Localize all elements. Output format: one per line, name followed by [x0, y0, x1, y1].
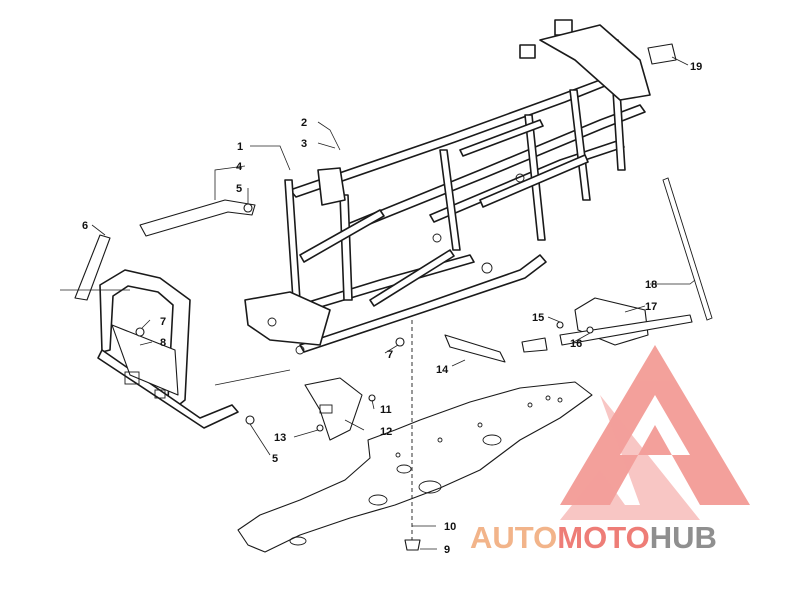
front-bumper [97, 269, 239, 429]
callout-9: 9 [444, 544, 450, 556]
callout-19: 19 [690, 61, 702, 73]
pin [404, 320, 421, 551]
callout-13: 13 [274, 432, 286, 444]
callout-10: 10 [444, 521, 456, 533]
callout-6: 6 [82, 220, 88, 232]
callout-3: 3 [301, 138, 307, 150]
main-frame [244, 19, 651, 355]
callout-12: 12 [380, 426, 392, 438]
callout-11: 11 [380, 404, 392, 416]
callout-labels: 1 2 3 4 5 5 6 7 7 8 9 10 11 12 13 14 15 … [82, 61, 702, 556]
skid-plate [237, 381, 593, 553]
callout-7b: 7 [387, 349, 393, 361]
watermark-wordmark: AUTOMOTOHUB [470, 520, 717, 555]
callout-18: 18 [645, 279, 657, 291]
watermark-logo [560, 345, 750, 520]
watermark-triangle [560, 345, 750, 505]
fasteners [135, 203, 594, 432]
callout-16: 16 [570, 338, 582, 350]
callout-15: 15 [532, 312, 544, 324]
callout-17: 17 [645, 301, 657, 313]
watermark-hub: HUB [650, 520, 717, 555]
rear-parts [521, 177, 713, 353]
callout-5b: 5 [272, 453, 278, 465]
watermark-auto: AUTO [470, 520, 557, 555]
callout-8: 8 [160, 337, 166, 349]
plate [647, 43, 677, 65]
watermark-moto: MOTO [557, 520, 649, 555]
leader-lines [60, 56, 696, 550]
callout-1: 1 [237, 141, 243, 153]
mount-bracket [304, 334, 506, 441]
callout-4: 4 [236, 161, 243, 173]
callout-2: 2 [301, 117, 307, 129]
front-brace [74, 199, 256, 301]
callout-5a: 5 [236, 183, 242, 195]
callout-7a: 7 [160, 316, 166, 328]
watermark-triangle-inner [560, 395, 700, 520]
svg-text:AUTOMOTOHUB: AUTOMOTOHUB [470, 520, 717, 555]
callout-14: 14 [436, 364, 449, 376]
